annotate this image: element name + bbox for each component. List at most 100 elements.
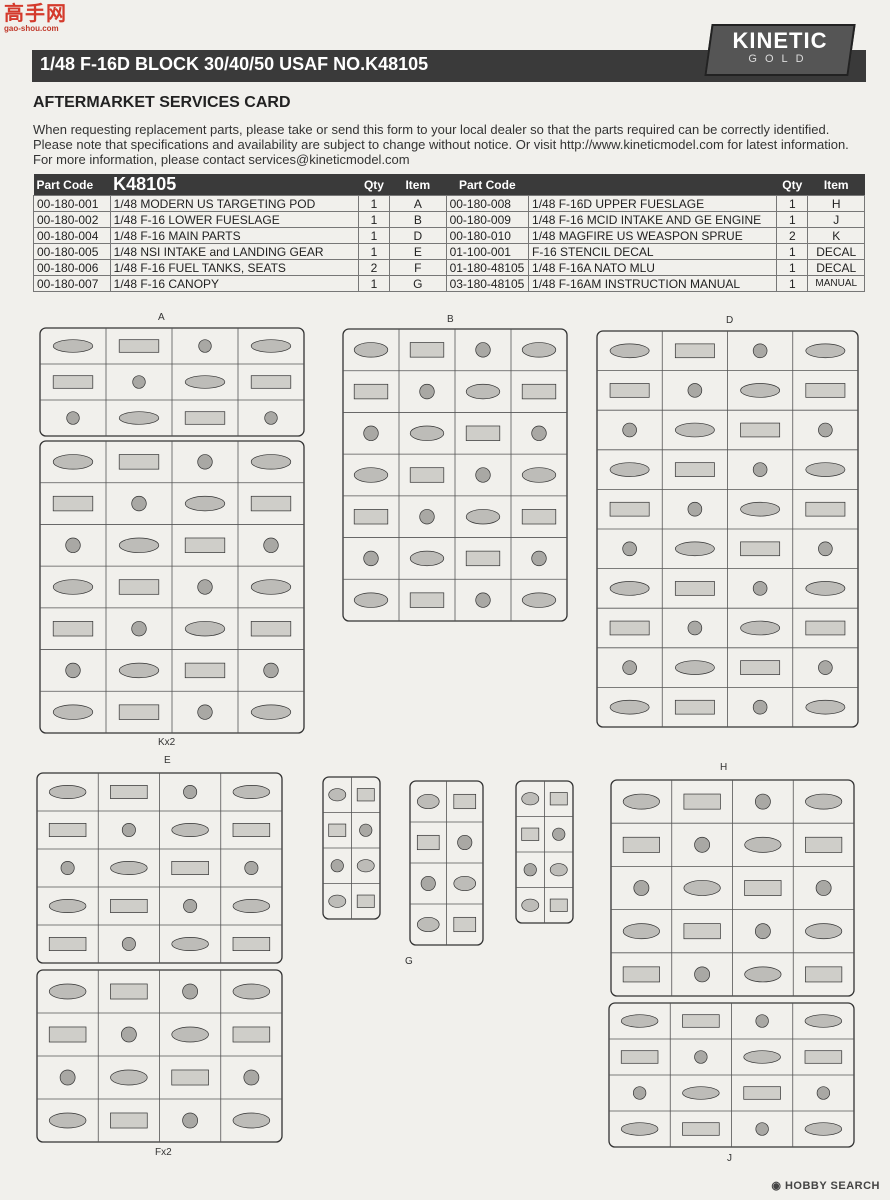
part-shape: [740, 501, 781, 517]
part-shape: [682, 1122, 720, 1136]
cell-desc2: 1/48 F-16A NATO MLU: [528, 259, 778, 276]
part-shape: [232, 983, 271, 1000]
part-shape: [409, 550, 445, 567]
header-part-code-2: Part Code: [446, 174, 529, 196]
header-qty: Qty: [358, 174, 390, 196]
part-shape: [65, 662, 81, 679]
part-shape: [475, 467, 491, 483]
parts-table: Part Code K48105 Qty Item Part Code Qty …: [33, 174, 865, 292]
part-shape: [682, 1086, 720, 1100]
part-shape: [263, 662, 279, 679]
part-shape: [110, 784, 148, 799]
part-shape: [409, 592, 445, 608]
hobby-search-text: HOBBY SEARCH: [784, 1180, 880, 1192]
part-shape: [52, 495, 94, 512]
part-shape: [250, 704, 292, 720]
part-shape: [609, 699, 650, 715]
part-shape: [549, 792, 568, 806]
part-shape: [752, 343, 768, 359]
cell-code: 00-180-005: [33, 243, 111, 260]
part-shape: [674, 343, 715, 359]
part-shape: [244, 860, 259, 875]
part-shape: [805, 462, 846, 477]
part-shape: [409, 425, 445, 441]
part-shape: [552, 827, 566, 841]
part-shape: [232, 822, 271, 837]
watermark-chinese: 高手网: [4, 3, 67, 25]
part-shape: [232, 784, 271, 799]
part-shape: [197, 579, 213, 595]
part-shape: [52, 375, 94, 389]
part-shape: [521, 509, 557, 525]
part-shape: [521, 467, 557, 483]
cell-desc: 1/48 MODERN US TARGETING POD: [109, 195, 359, 212]
part-shape: [805, 343, 846, 359]
part-shape: [521, 898, 540, 912]
part-shape: [465, 383, 501, 400]
part-shape: [183, 784, 198, 799]
part-shape: [65, 537, 81, 553]
part-shape: [60, 860, 75, 875]
part-shape: [121, 936, 136, 951]
part-shape: [59, 1069, 76, 1086]
kinetic-gold-logo: KINETIC GOLD: [704, 24, 856, 76]
part-shape: [419, 509, 435, 525]
part-shape: [674, 699, 715, 715]
sprue-label-fx2: Fx2: [155, 1147, 172, 1158]
part-shape: [622, 793, 660, 810]
part-shape: [52, 579, 94, 595]
part-shape: [620, 1014, 659, 1028]
watermark-url: gao-shou.com: [4, 24, 59, 33]
sprue-label-a: A: [158, 312, 165, 323]
part-shape: [250, 375, 292, 389]
part-shape: [694, 1050, 708, 1064]
part-shape: [250, 339, 292, 353]
part-shape: [674, 541, 715, 557]
part-shape: [52, 704, 94, 720]
part-shape: [632, 1086, 647, 1100]
part-shape: [683, 923, 721, 940]
table-header-row: Part Code K48105 Qty Item Part Code Qty …: [33, 174, 865, 196]
part-shape: [622, 923, 660, 940]
cell-code2: 00-180-010: [445, 227, 530, 244]
part-shape: [184, 411, 226, 425]
part-shape: [110, 860, 148, 875]
part-shape: [118, 454, 160, 470]
part-shape: [804, 1122, 843, 1136]
sprue-label-kx2: Kx2: [158, 737, 176, 748]
cell-code: 00-180-004: [33, 227, 111, 244]
part-shape: [805, 699, 846, 715]
part-shape: [805, 383, 846, 398]
part-shape: [453, 916, 477, 933]
part-shape: [250, 621, 292, 637]
cell-code2: 03-180-48105: [445, 275, 530, 292]
part-shape: [52, 621, 94, 637]
part-shape: [416, 916, 440, 933]
sprue-label-g: G: [405, 956, 413, 967]
part-shape: [264, 411, 278, 425]
part-shape: [754, 923, 771, 940]
part-shape: [359, 823, 373, 837]
part-shape: [184, 495, 226, 512]
part-shape: [356, 894, 375, 908]
part-shape: [182, 983, 199, 1000]
part-shape: [609, 343, 650, 359]
part-shape: [48, 936, 87, 951]
part-shape: [363, 550, 379, 567]
part-shape: [549, 863, 568, 877]
part-shape: [805, 793, 843, 810]
site-watermark: 高手网 gao-shou.com: [4, 4, 70, 38]
part-shape: [465, 509, 501, 525]
part-shape: [475, 342, 491, 358]
part-shape: [475, 592, 491, 608]
part-shape: [465, 425, 501, 441]
part-shape: [171, 860, 209, 875]
logo-sub: GOLD: [748, 53, 812, 65]
cell-item: G: [389, 275, 447, 292]
cell-desc: 1/48 F-16 CANOPY: [109, 275, 359, 292]
cell-desc2: 1/48 F-16AM INSTRUCTION MANUAL: [528, 275, 778, 292]
